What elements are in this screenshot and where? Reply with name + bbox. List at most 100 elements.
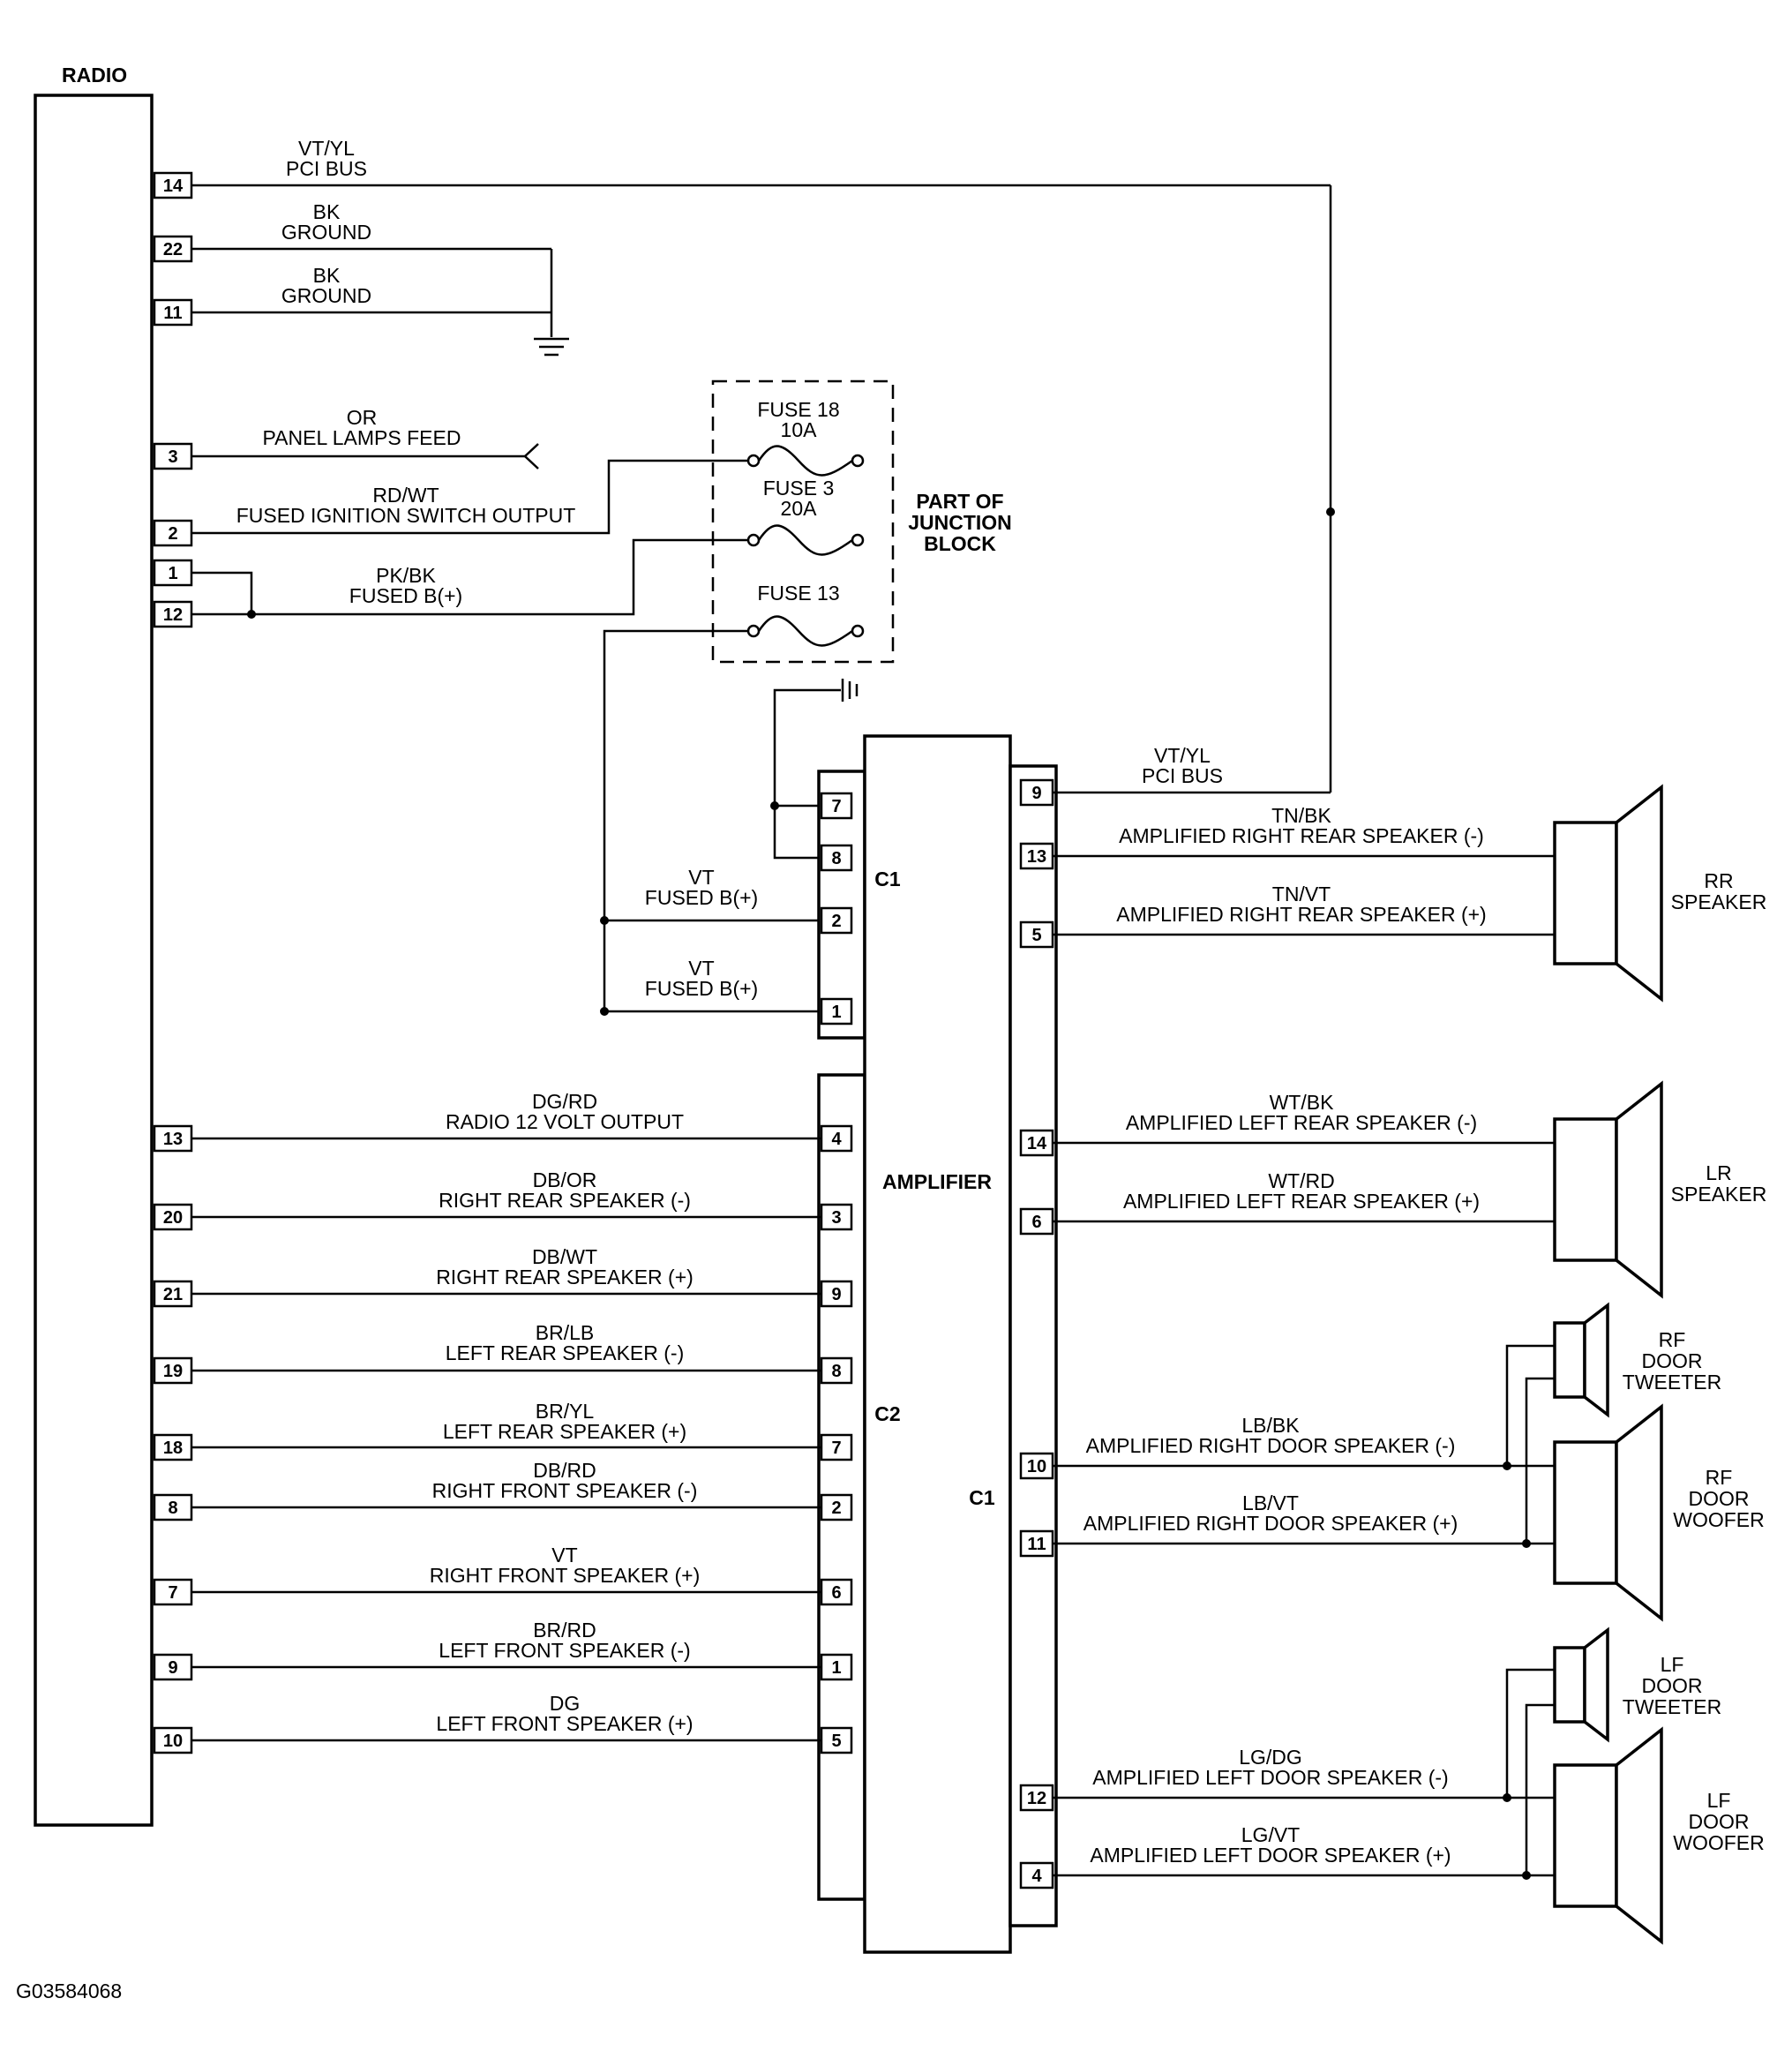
amp-c1-top-label: C1 — [874, 868, 901, 890]
amp-c2-pin-3: 3 — [820, 1203, 853, 1231]
svg-text:14: 14 — [1027, 1134, 1047, 1153]
svg-text:JUNCTION: JUNCTION — [908, 511, 1012, 534]
amp-c1r-pin-12: 12 — [1019, 1784, 1054, 1812]
svg-text:2: 2 — [831, 1499, 841, 1518]
svg-text:TN/VT: TN/VT — [1272, 883, 1331, 905]
svg-text:WOOFER: WOOFER — [1673, 1831, 1765, 1854]
fuse-18: FUSE 18 10A — [746, 398, 865, 477]
svg-text:1: 1 — [168, 564, 177, 583]
svg-text:21: 21 — [163, 1285, 183, 1304]
svg-text:LG/DG: LG/DG — [1239, 1746, 1302, 1769]
svg-text:9: 9 — [168, 1658, 177, 1678]
rf-woofer-icon — [1553, 1403, 1663, 1622]
svg-text:OR: OR — [347, 406, 378, 429]
svg-text:AMPLIFIED LEFT REAR SPEAKER (-: AMPLIFIED LEFT REAR SPEAKER (-) — [1126, 1111, 1477, 1134]
svg-text:VT/YL: VT/YL — [1154, 744, 1211, 767]
svg-text:20A: 20A — [781, 497, 818, 520]
rf-woofer-label: RF DOOR WOOFER — [1673, 1466, 1765, 1531]
svg-text:9: 9 — [1031, 784, 1041, 803]
svg-text:DG/RD: DG/RD — [532, 1090, 597, 1113]
svg-text:BR/LB: BR/LB — [536, 1321, 594, 1344]
svg-text:9: 9 — [831, 1285, 841, 1304]
amp-c1r-pin-5: 5 — [1019, 920, 1054, 949]
wire-left-front-plus: DG LEFT FRONT SPEAKER (+) — [191, 1692, 821, 1742]
svg-text:LG/VT: LG/VT — [1241, 1823, 1300, 1846]
svg-text:VT/YL: VT/YL — [298, 137, 355, 160]
svg-text:4: 4 — [831, 1130, 842, 1149]
radio-module — [34, 94, 154, 1827]
svg-text:AMPLIFIED LEFT REAR SPEAKER (+: AMPLIFIED LEFT REAR SPEAKER (+) — [1123, 1190, 1480, 1213]
svg-text:7: 7 — [168, 1583, 177, 1603]
svg-text:6: 6 — [831, 1583, 841, 1603]
svg-text:PART OF: PART OF — [916, 490, 1003, 513]
svg-text:SPEAKER: SPEAKER — [1671, 890, 1767, 913]
svg-text:WT/BK: WT/BK — [1270, 1091, 1334, 1114]
radio-pin-13: 13 — [153, 1124, 193, 1153]
amp-connector-c2 — [817, 1073, 866, 1901]
radio-pin-3: 3 — [153, 442, 193, 470]
lr-speaker-icon — [1553, 1080, 1663, 1299]
lr-speaker-label: LR SPEAKER — [1671, 1161, 1767, 1206]
radio-pin-2: 2 — [153, 519, 193, 547]
wire-amp-left-door-plus: LG/VT AMPLIFIED LEFT DOOR SPEAKER (+) — [1053, 1703, 1555, 1880]
svg-text:DG: DG — [550, 1692, 581, 1715]
svg-text:2: 2 — [168, 524, 177, 544]
svg-text:GROUND: GROUND — [281, 284, 371, 307]
amp-c2-pin-5: 5 — [820, 1726, 853, 1754]
radio-pin-1: 1 — [153, 559, 193, 587]
svg-text:FUSED B(+): FUSED B(+) — [645, 886, 758, 909]
svg-text:DOOR: DOOR — [1642, 1674, 1703, 1697]
svg-text:LEFT FRONT SPEAKER (+): LEFT FRONT SPEAKER (+) — [436, 1712, 693, 1735]
wire-fused-b-plus: PK/BK FUSED B(+) — [191, 538, 748, 619]
svg-text:WT/RD: WT/RD — [1268, 1169, 1334, 1192]
radio-pin-9: 9 — [153, 1653, 193, 1681]
amp-c1-pin-1: 1 — [820, 997, 853, 1026]
svg-text:DOOR: DOOR — [1689, 1810, 1750, 1833]
svg-text:LEFT FRONT SPEAKER (-): LEFT FRONT SPEAKER (-) — [439, 1639, 690, 1662]
rr-speaker-icon — [1553, 784, 1663, 1003]
amp-c2-pin-9: 9 — [820, 1280, 853, 1308]
wire-right-rear-minus: DB/OR RIGHT REAR SPEAKER (-) — [191, 1168, 821, 1219]
svg-text:3: 3 — [168, 447, 177, 467]
svg-text:AMPLIFIED LEFT DOOR SPEAKER (-: AMPLIFIED LEFT DOOR SPEAKER (-) — [1092, 1766, 1448, 1789]
svg-text:10: 10 — [163, 1732, 183, 1751]
junction-block — [711, 379, 895, 664]
svg-text:7: 7 — [831, 797, 841, 816]
svg-text:LEFT REAR SPEAKER (-): LEFT REAR SPEAKER (-) — [446, 1341, 685, 1364]
wire-amp-left-door-minus: LG/DG AMPLIFIED LEFT DOOR SPEAKER (-) — [1053, 1668, 1555, 1802]
svg-text:PCI BUS: PCI BUS — [286, 157, 367, 180]
svg-text:1: 1 — [831, 1658, 841, 1678]
svg-text:RD/WT: RD/WT — [372, 484, 439, 507]
svg-text:FUSE 13: FUSE 13 — [757, 582, 839, 605]
lf-woofer-icon — [1553, 1726, 1663, 1945]
radio-pin-12: 12 — [153, 600, 193, 628]
svg-text:DB/RD: DB/RD — [533, 1459, 596, 1482]
ground-symbol-icon — [534, 337, 569, 357]
amplifier-module — [863, 734, 1012, 1954]
svg-text:DB/OR: DB/OR — [533, 1168, 597, 1191]
wire-fuse13-feed: VT FUSED B(+) VT FUSED B(+) — [600, 629, 821, 1016]
wire-right-front-minus: DB/RD RIGHT FRONT SPEAKER (-) — [191, 1459, 821, 1509]
svg-text:LR: LR — [1706, 1161, 1731, 1184]
svg-text:DOOR: DOOR — [1689, 1487, 1750, 1510]
wire-amp-right-door-minus: LB/BK AMPLIFIED RIGHT DOOR SPEAKER (-) — [1053, 1344, 1555, 1470]
svg-text:BLOCK: BLOCK — [924, 532, 996, 555]
rf-tweeter-label: RF DOOR TWEETER — [1623, 1328, 1721, 1394]
svg-text:VT: VT — [551, 1544, 577, 1566]
svg-text:8: 8 — [831, 849, 841, 868]
svg-text:12: 12 — [1027, 1789, 1046, 1808]
svg-text:10: 10 — [1027, 1457, 1046, 1476]
svg-text:3: 3 — [831, 1208, 841, 1228]
svg-text:TWEETER: TWEETER — [1623, 1695, 1721, 1718]
amp-c2-pin-2: 2 — [820, 1493, 853, 1521]
fuse-3: FUSE 3 20A — [746, 477, 865, 556]
svg-text:VT: VT — [688, 957, 714, 980]
svg-text:13: 13 — [163, 1130, 183, 1149]
wire-fused-ignition: RD/WT FUSED IGNITION SWITCH OUTPUT — [191, 459, 748, 535]
amp-c1r-pin-13: 13 — [1019, 842, 1054, 870]
amp-c1-pin-7: 7 — [820, 792, 853, 820]
svg-text:22: 22 — [163, 240, 183, 259]
svg-text:AMPLIFIED RIGHT DOOR SPEAKER (: AMPLIFIED RIGHT DOOR SPEAKER (+) — [1083, 1512, 1458, 1535]
amp-c1-right-label: C1 — [969, 1486, 995, 1509]
svg-text:BK: BK — [313, 264, 341, 287]
